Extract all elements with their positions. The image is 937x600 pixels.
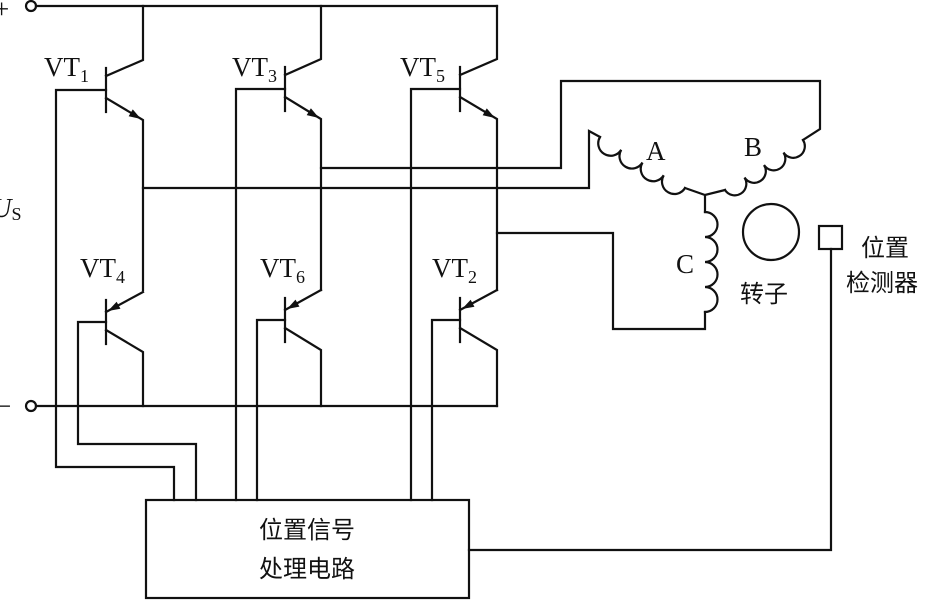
- winding-c-label: C: [676, 249, 694, 279]
- vt6-base-wire: [255, 318, 287, 502]
- minus-terminal-label: −: [0, 391, 11, 421]
- transistor-leads: [104, 4, 145, 292]
- phase-b-wire: [319, 79, 822, 170]
- position-signal-processor: [144, 498, 471, 600]
- emitter-arrow-icon: [462, 299, 475, 309]
- emitter-arrow-icon: [287, 299, 300, 309]
- plus-terminal-label: +: [0, 0, 9, 24]
- minus-terminal: [24, 399, 38, 413]
- transistor-vt4: VT4: [80, 253, 145, 408]
- winding-a-coil: [597, 135, 687, 196]
- transistor-vt1: VT1: [44, 4, 145, 292]
- emitter-arrow-icon: [128, 109, 141, 119]
- winding-b-coil: [723, 138, 806, 197]
- supply-rails: + − US: [0, 0, 499, 421]
- vt3-base-wire: [234, 87, 287, 502]
- winding-c-coil: [703, 210, 719, 314]
- transistor-vt6: VT6: [260, 253, 323, 408]
- position-sensor: [817, 224, 844, 251]
- emitter-arrow-icon: [306, 108, 319, 118]
- transistor-label: VT4: [80, 253, 125, 287]
- transistor-leads: [458, 4, 499, 292]
- processor-label-line2: 处理电路: [259, 555, 355, 583]
- emitter-arrow-icon: [482, 108, 495, 118]
- rotor: [741, 202, 801, 262]
- rotor-label: 转子: [740, 280, 788, 308]
- transistor-label: VT6: [260, 253, 305, 287]
- supply-voltage-label: US: [0, 193, 22, 224]
- transistor-vt3: VT3: [232, 4, 323, 292]
- vt4-base-wire: [76, 320, 198, 502]
- processor-label-line1: 位置信号: [259, 516, 355, 544]
- transistor-label: VT5: [400, 52, 445, 86]
- transistor-label: VT1: [44, 52, 89, 86]
- transistor-leads: [283, 4, 323, 292]
- winding-b-label: B: [744, 132, 762, 162]
- sensor-label-line2: 检测器: [846, 269, 918, 297]
- plus-terminal: [24, 0, 38, 13]
- winding-a-label: A: [646, 136, 666, 166]
- phase-wiring: A B C: [141, 79, 822, 331]
- transistor-label: VT2: [432, 253, 477, 287]
- vt1-base-wire: [54, 88, 176, 502]
- sensor-signal-wire: [467, 247, 833, 552]
- transistor-vt5: VT5: [400, 4, 499, 292]
- transistor-vt2: VT2: [432, 253, 499, 408]
- emitter-arrow-icon: [108, 301, 121, 311]
- sensor-label-line1: 位置: [861, 234, 909, 262]
- vt5-base-wire: [409, 87, 462, 502]
- vt2-base-wire: [430, 318, 462, 502]
- base-drive-wires: [54, 87, 462, 502]
- star-point: [683, 186, 727, 214]
- phase-c-wire: [495, 231, 707, 331]
- phase-a-wire: [141, 129, 602, 190]
- transistor-label: VT3: [232, 52, 277, 86]
